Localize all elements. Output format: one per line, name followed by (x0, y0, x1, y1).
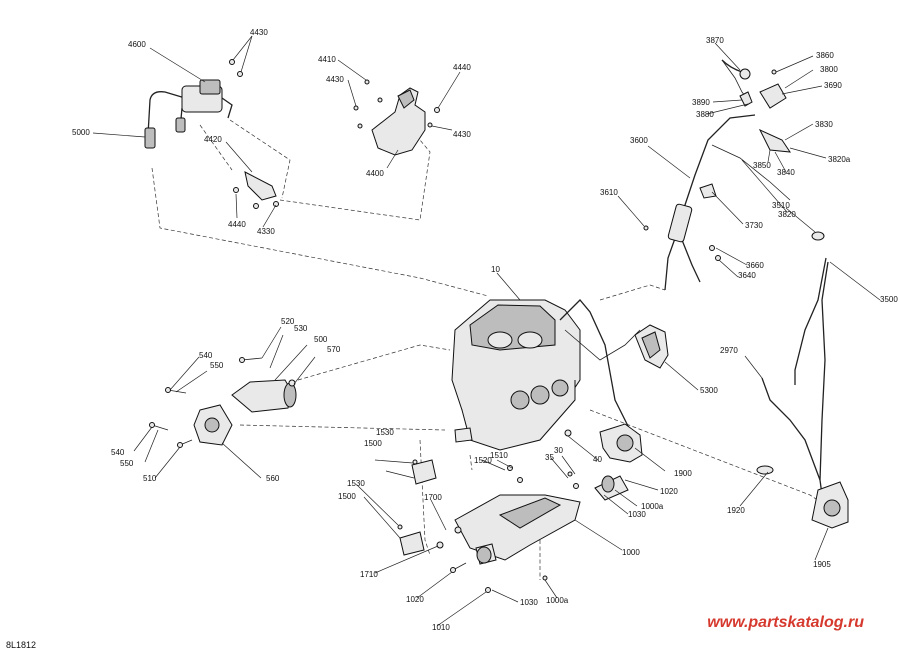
callout-1500: 1500 (364, 439, 382, 448)
engine-bracket-assembly (353, 79, 440, 156)
callout-3730: 3730 (745, 221, 763, 230)
callout-570: 570 (327, 345, 341, 354)
callout-3640: 3640 (738, 271, 756, 280)
watermark: www.partskatalog.ru (707, 614, 864, 631)
air-inlet-cover (634, 324, 669, 369)
callout-2970: 2970 (720, 346, 738, 355)
callout-35: 35 (545, 453, 554, 462)
callout-3610: 3610 (600, 188, 618, 197)
callout-1920: 1920 (727, 506, 745, 515)
callout-40: 40 (593, 455, 602, 464)
callout-3860: 3860 (816, 51, 834, 60)
callout-5000: 5000 (72, 128, 90, 137)
callout-1000a: 1000a (641, 502, 664, 511)
starter-motor (149, 357, 297, 448)
callout-3500: 3500 (880, 295, 898, 304)
callout-4330: 4330 (257, 227, 275, 236)
callout-1030: 1030 (628, 510, 646, 519)
callout-1530: 1530 (376, 428, 394, 437)
callout-1000a: 1000a (546, 596, 569, 605)
callout-1010: 1010 (432, 623, 450, 632)
callout-1700: 1700 (424, 493, 442, 502)
callout-3840: 3840 (777, 168, 795, 177)
callout-560: 560 (266, 474, 280, 483)
callout-520: 520 (281, 317, 295, 326)
callout-4440: 4440 (453, 63, 471, 72)
callout-3660: 3660 (746, 261, 764, 270)
carburetor (564, 423, 643, 463)
callout-530: 530 (294, 324, 308, 333)
throttle-cable-assembly (643, 59, 849, 529)
callout-510: 510 (143, 474, 157, 483)
callout-4400: 4400 (366, 169, 384, 178)
callout-3830: 3830 (815, 120, 833, 129)
diagram-code: 8L1812 (6, 640, 37, 650)
callout-4410: 4410 (318, 55, 336, 64)
callout-540: 540 (199, 351, 213, 360)
callout-30: 30 (554, 446, 563, 455)
callout-3800: 3800 (820, 65, 838, 74)
callout-1020: 1020 (406, 595, 424, 604)
callout-3820a: 3820a (828, 155, 851, 164)
callout-3870: 3870 (706, 36, 724, 45)
callout-4600: 4600 (128, 40, 146, 49)
callout-4430: 4430 (326, 75, 344, 84)
callout-1000: 1000 (622, 548, 640, 557)
callout-4420: 4420 (204, 135, 222, 144)
callout-3850: 3850 (753, 161, 771, 170)
callout-1530: 1530 (347, 479, 365, 488)
callout-3890: 3890 (692, 98, 710, 107)
callout-550: 550 (120, 459, 134, 468)
callout-5300: 5300 (700, 386, 718, 395)
callout-1900: 1900 (674, 469, 692, 478)
callout-1500: 1500 (338, 492, 356, 501)
coil-bracket (233, 171, 279, 209)
callout-1710: 1710 (360, 570, 378, 579)
callout-500: 500 (314, 335, 328, 344)
callout-4440: 4440 (228, 220, 246, 229)
callout-1520: 1520 (474, 456, 492, 465)
callout-3880: 3880 (696, 110, 714, 119)
callout-10: 10 (491, 265, 500, 274)
callout-3510: 3510 (772, 201, 790, 210)
callout-550: 550 (210, 361, 224, 370)
ignition-coil (144, 59, 243, 149)
callout-1020: 1020 (660, 487, 678, 496)
callout-4430: 4430 (250, 28, 268, 37)
engine-mount-bracket (397, 459, 629, 593)
engine-block (451, 299, 641, 451)
callout-1510: 1510 (490, 451, 508, 460)
leader-lines (92, 35, 881, 627)
callout-labels: 4600 4430 5000 4420 4440 4330 4410 4430 … (72, 28, 898, 632)
callout-3690: 3690 (824, 81, 842, 90)
callout-1905: 1905 (813, 560, 831, 569)
callout-3820: 3820 (778, 210, 796, 219)
callout-3600: 3600 (630, 136, 648, 145)
callout-4430: 4430 (453, 130, 471, 139)
callout-1030: 1030 (520, 598, 538, 607)
callout-540: 540 (111, 448, 125, 457)
